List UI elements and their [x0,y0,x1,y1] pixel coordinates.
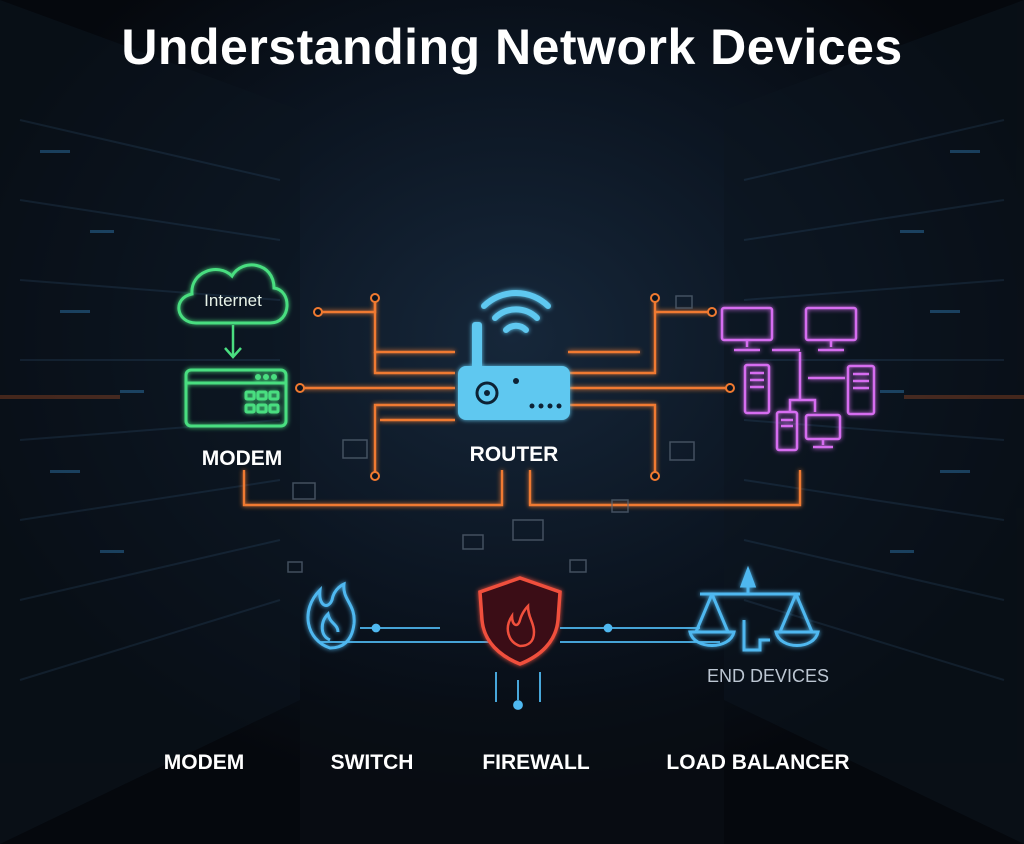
arrow-down-icon [224,325,242,359]
end-devices-label: END DEVICES [706,666,830,686]
wifi-icon [481,290,551,333]
modem-icon [184,368,288,428]
data-packets [287,295,695,573]
bottom-label-modem: MODEM [163,751,245,774]
server-rack-left [0,0,300,844]
connection-dots [295,293,735,481]
server-rack-right [724,0,1024,844]
switch-link [320,623,490,643]
firewall-link [495,623,720,710]
cloud-icon [177,263,289,325]
floor [300,700,724,844]
router-icon [458,322,570,420]
bottom-label-switch: SWITCH [330,751,414,774]
switch-icon [306,581,356,650]
bottom-label-firewall: FIREWALL [482,751,590,774]
firewall-shield-icon [478,576,562,666]
load-balancer-scale-icon [688,565,820,652]
bottom-label-load-balancer: LOAD BALANCER [666,751,850,774]
connection-lines [242,298,802,507]
page-title: Understanding Network Devices [121,19,903,75]
end-devices-icon [720,306,876,452]
modem-label: MODEM [201,447,283,470]
internet-label: Internet [204,291,262,310]
router-label: ROUTER [469,443,559,466]
